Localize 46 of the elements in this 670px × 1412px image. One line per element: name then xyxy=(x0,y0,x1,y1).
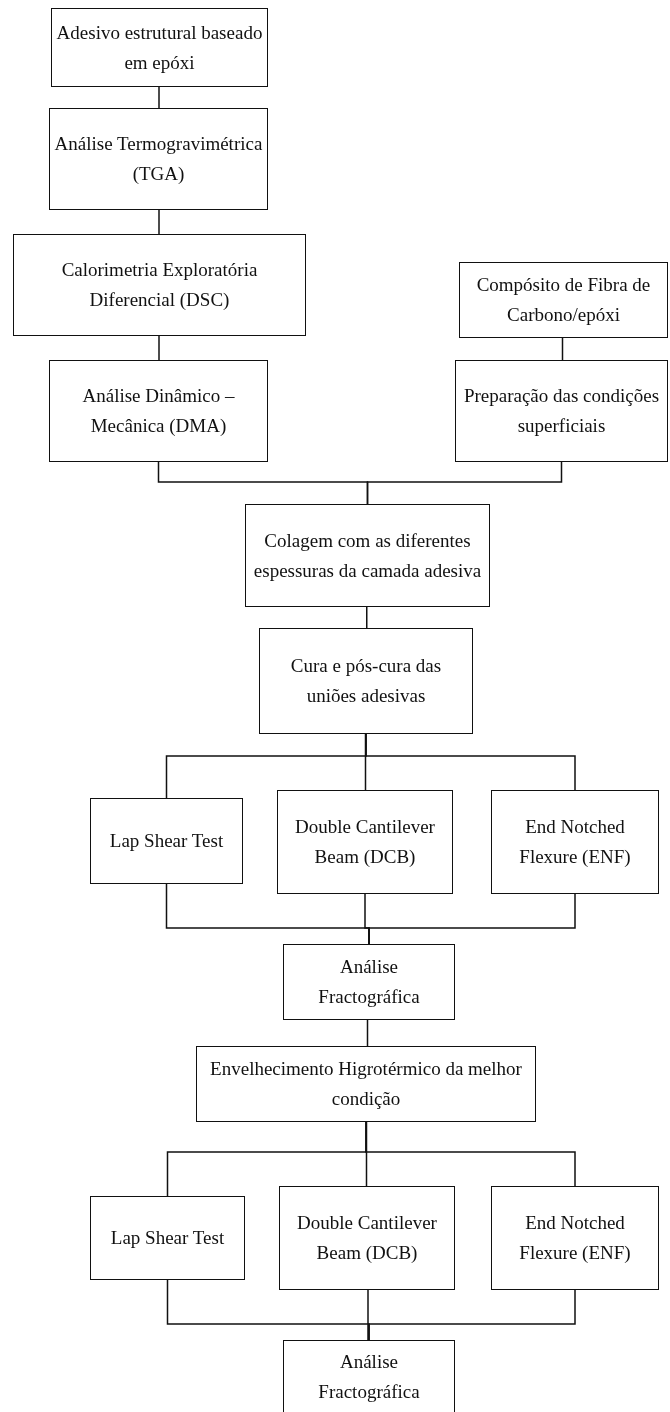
connector-line xyxy=(158,209,160,235)
box-label: Double Cantilever Beam (DCB) xyxy=(294,815,436,869)
process-box xyxy=(459,262,668,338)
process-box xyxy=(245,504,490,607)
connector-line xyxy=(561,337,564,361)
connector-line xyxy=(158,335,160,361)
process-box xyxy=(49,360,268,462)
box-label: Análise Termogravimétrica (TGA) xyxy=(54,132,263,186)
process-box xyxy=(49,108,268,210)
connector-line xyxy=(368,1289,576,1341)
connector-line xyxy=(367,1289,369,1341)
connector-line xyxy=(158,86,160,109)
process-box xyxy=(277,790,453,894)
box-label: End Notched Flexure (ENF) xyxy=(518,1211,632,1265)
connector-line xyxy=(366,461,563,505)
process-box xyxy=(90,1196,245,1280)
box-label: Colagem com as diferentes espessuras da camada adesiva xyxy=(252,528,483,583)
process-box xyxy=(90,798,243,884)
process-box xyxy=(279,1186,455,1290)
box-label: Adesivo estrutural baseado em epóxi xyxy=(56,20,263,75)
box-label: Cura e pós-cura das uniões adesivas xyxy=(289,654,443,708)
box-label: Envelhecimento Higrotérmico da melhor condição xyxy=(209,1057,523,1111)
box-label: Análise Dinâmico – Mecânica (DMA) xyxy=(81,384,236,438)
box-label: Preparação das condições superficiais xyxy=(462,384,661,438)
process-box xyxy=(455,360,668,462)
box-label: Compósito de Fibra de Carbono/epóxi xyxy=(475,273,652,327)
connector-line xyxy=(365,733,576,791)
process-box xyxy=(491,790,659,894)
process-box xyxy=(196,1046,536,1122)
process-box xyxy=(51,8,268,87)
box-label: Calorimetria Exploratória Diferencial (DSC) xyxy=(60,258,259,312)
process-box xyxy=(283,944,455,1020)
box-label: Lap Shear Test xyxy=(110,1226,225,1250)
box-label: Double Cantilever Beam (DCB) xyxy=(296,1211,438,1265)
box-label: Análise Fractográfica xyxy=(317,955,421,1009)
box-label: Análise Fractográfica xyxy=(317,1350,421,1404)
process-box xyxy=(13,234,306,336)
connector-line xyxy=(365,1121,576,1187)
process-box xyxy=(283,1340,455,1412)
box-label: End Notched Flexure (ENF) xyxy=(518,815,632,869)
box-label: Lap Shear Test xyxy=(109,829,224,853)
process-box xyxy=(491,1186,659,1290)
connector-line xyxy=(366,1019,369,1047)
process-box xyxy=(259,628,473,734)
connector-line xyxy=(368,893,576,945)
connector-line xyxy=(366,606,368,629)
